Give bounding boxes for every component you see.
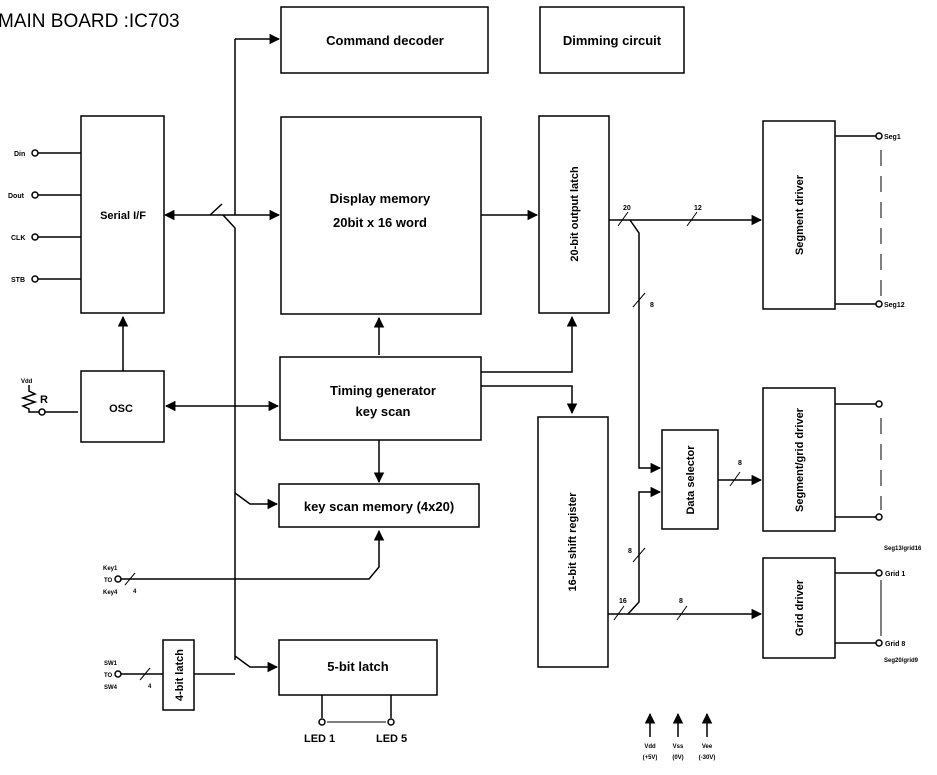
timing-generator-block: Timing generator key scan [279, 356, 482, 441]
timing-generator-label: Timing generator [330, 383, 436, 398]
key-to-label: TO [104, 578, 113, 584]
key-bus-slash [124, 572, 136, 586]
resistor-label: R [40, 394, 48, 406]
seg20-label: Seg20/grid9 [884, 658, 919, 664]
led1-label: LED 1 [304, 733, 335, 745]
bus-8-branch-label: 8 [650, 302, 654, 309]
four-bit-latch-label: 4-bit latch [174, 649, 186, 701]
display-memory-block: Display memory 20bit x 16 word [280, 116, 482, 315]
power-pins [644, 712, 713, 737]
main-bus-lower [209, 203, 236, 660]
bus-to-five-bit-latch [234, 655, 279, 673]
key-input-line [121, 529, 385, 580]
resistor-vdd-label: Vdd [21, 379, 33, 385]
bus-to-key-scan-memory [234, 492, 279, 510]
vee-power-label: Vee [702, 744, 713, 750]
grid1-label: Grid 1 [885, 571, 905, 578]
grid8-label: Grid 8 [885, 641, 905, 648]
dimming-circuit-label: Dimming circuit [563, 33, 662, 48]
led-output-lines [321, 695, 392, 718]
latch-bus-slashes [617, 211, 698, 227]
segment-driver-outputs [835, 132, 883, 308]
diagram-title: MAIN BOARD :IC703 [0, 11, 180, 32]
sw1-label: SW1 [104, 661, 118, 667]
seg-grid-driver-label: Segment/grid driver [794, 407, 806, 512]
shift-branch-slash [632, 547, 646, 563]
osc-label: OSC [109, 403, 133, 415]
vee-power-value: (-30V) [699, 755, 716, 761]
grid-driver-block: Grid driver [762, 557, 836, 659]
osc-block: OSC [80, 370, 165, 443]
data-selector-label: Data selector [685, 445, 697, 515]
din-pin-label: Din [14, 151, 25, 158]
display-memory-label: Display memory [330, 191, 431, 206]
key-input-pin [114, 575, 122, 583]
bus-8-selector-label: 8 [738, 460, 742, 467]
shift-register-block: 16-bit shift register [537, 416, 609, 668]
seg-grid-driver-outputs [835, 400, 883, 521]
bus-8-shift-branch-label: 8 [628, 548, 632, 555]
timing-to-output-latch [481, 315, 578, 373]
shift-register-label: 16-bit shift register [567, 492, 579, 592]
four-bit-latch-block: 4-bit latch [162, 639, 195, 711]
led1-pin [318, 718, 326, 726]
grid-driver-label: Grid driver [794, 579, 806, 636]
vdd-power-label: Vdd [644, 744, 656, 750]
key-scan-memory-label: key scan memory (4x20) [304, 499, 454, 514]
vss-power-label: Vss [673, 744, 684, 750]
resistor-symbol [20, 385, 78, 416]
sw-to-label: TO [104, 673, 113, 679]
five-bit-latch-label: 5-bit latch [327, 659, 388, 674]
display-memory-size: 20bit x 16 word [333, 215, 427, 230]
key4-label: Key4 [103, 590, 118, 596]
serial-if-block: Serial I/F [80, 115, 165, 314]
serial-pins [31, 149, 81, 283]
dimming-circuit-block: Dimming circuit [539, 6, 685, 74]
switch-input-pin [114, 670, 122, 678]
led5-label: LED 5 [376, 733, 407, 745]
branch-bus-slash [632, 292, 646, 308]
segment-driver-label: Segment driver [794, 174, 806, 255]
switch-bus-slash [139, 667, 151, 681]
seg-grid-driver-block: Segment/grid driver [762, 387, 836, 532]
led5-pin [387, 718, 395, 726]
bus-8-grid-label: 8 [679, 598, 683, 605]
output-latch-block: 20-bit output latch [538, 115, 610, 314]
data-selector-block: Data selector [661, 429, 719, 530]
bus-12-label: 12 [694, 205, 702, 212]
shift-bus-slashes [613, 605, 688, 621]
bus-16-label: 16 [619, 598, 627, 605]
command-decoder-block: Command decoder [280, 6, 489, 74]
timing-generator-sub: key scan [356, 404, 411, 419]
seg1-label: Seg1 [884, 134, 901, 141]
timing-to-shift-register [481, 385, 578, 415]
grid-driver-outputs [835, 569, 883, 647]
clk-pin-label: CLK [11, 235, 25, 242]
seg13-label: Seg13/grid16 [884, 546, 922, 552]
serial-if-label: Serial I/F [100, 210, 146, 222]
seg12-label: Seg12 [884, 302, 905, 309]
dout-pin-label: Dout [8, 193, 25, 200]
latch-to-data-selector [629, 219, 662, 474]
key-scan-memory-block: key scan memory (4x20) [278, 483, 480, 528]
sw-count-label: 4 [148, 684, 152, 690]
five-bit-latch-block: 5-bit latch [278, 639, 438, 696]
sw4-label: SW4 [104, 685, 118, 691]
command-decoder-label: Command decoder [326, 33, 444, 48]
selector-bus-slash [729, 471, 741, 487]
output-latch-label: 20-bit output latch [569, 166, 581, 262]
segment-driver-block: Segment driver [762, 120, 836, 310]
key-count-label: 4 [133, 589, 137, 595]
shift-to-data-selector [627, 486, 662, 615]
vdd-power-value: (+5V) [643, 755, 658, 761]
key1-label: Key1 [103, 566, 118, 572]
vss-power-value: (0V) [672, 755, 683, 761]
stb-pin-label: STB [11, 277, 25, 284]
bus-20-label: 20 [623, 205, 631, 212]
